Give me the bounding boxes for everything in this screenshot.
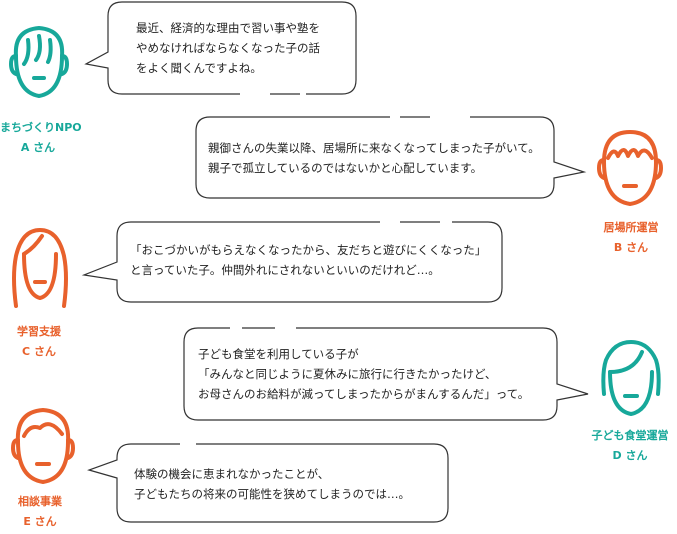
speaker-label-a: まちづくりNPO A さん [0,118,82,158]
speaker-org: 相談事業 [18,495,62,508]
speech-bubble-d [183,327,589,421]
quote-d: 子ども食堂を利用している子が 「みんなと同じように夏休みに旅行に行きたかったけど… [198,344,529,404]
person-short-hair-icon [9,26,69,98]
speech-bubble-e [87,443,449,523]
quote-line: 子どもたちの将来の可能性を狭めてしまうのでは…。 [134,487,410,501]
quote-line: 「おこづかいがもらえなくなったから、友だちと遊びにくくなった」 [130,243,487,257]
speech-bubble-b [195,116,587,199]
speech-bubble-a [84,1,357,95]
speaker-label-c: 学習支援 C さん [0,322,78,362]
quote-line: 最近、経済的な理由で習い事や塾を [136,21,320,35]
person-bob-hair-icon [601,340,661,416]
quote-line: 体験の機会に恵まれなかったことが、 [134,467,330,481]
quote-line: お母さんのお給料が減ってしまったからがまんするんだ」って。 [198,387,530,401]
quote-a: 最近、経済的な理由で習い事や塾を やめなければならなくなった子の話 をよく聞くん… [136,18,320,78]
person-curly-hair-icon [11,408,75,484]
speaker-name: E さん [23,515,57,528]
quote-b: 親御さんの失業以降、居場所に来なくなってしまった子がいて。 親子で孤立しているの… [208,138,540,178]
speaker-org: 学習支援 [17,325,61,338]
quote-line: 親子で孤立しているのではないかと心配しています。 [208,161,483,175]
speaker-label-d: 子ども食堂運営 D さん [584,426,676,466]
speaker-org: まちづくりNPO [0,121,82,134]
quote-line: 子ども食堂を利用している子が [198,347,359,361]
quote-line: やめなければならなくなった子の話 [136,41,320,55]
speaker-name: A さん [20,141,56,154]
speaker-org: 子ども食堂運営 [591,429,669,442]
speaker-org: 居場所運営 [603,221,659,234]
speaker-name: D さん [612,449,648,462]
person-long-hair-icon [12,228,68,308]
speaker-label-e: 相談事業 E さん [0,492,80,532]
quote-line: と言っていた子。仲間外れにされないといいのだけれど…。 [130,263,440,277]
speaker-name: C さん [22,345,56,358]
speaker-label-b: 居場所運営 B さん [590,218,672,258]
quote-c: 「おこづかいがもらえなくなったから、友だちと遊びにくくなった」 と言っていた子。… [130,240,486,280]
quote-line: 親御さんの失業以降、居場所に来なくなってしまった子がいて。 [208,141,540,155]
quote-e: 体験の機会に恵まれなかったことが、 子どもたちの将来の可能性を狭めてしまうのでは… [134,464,410,504]
speaker-name: B さん [613,241,649,254]
speech-bubble-c [81,221,503,303]
quote-line: をよく聞くんですよね。 [136,61,262,75]
person-wavy-bangs-icon [597,130,663,206]
quote-line: 「みんなと同じように夏休みに旅行に行きたかったけど、 [198,367,497,381]
